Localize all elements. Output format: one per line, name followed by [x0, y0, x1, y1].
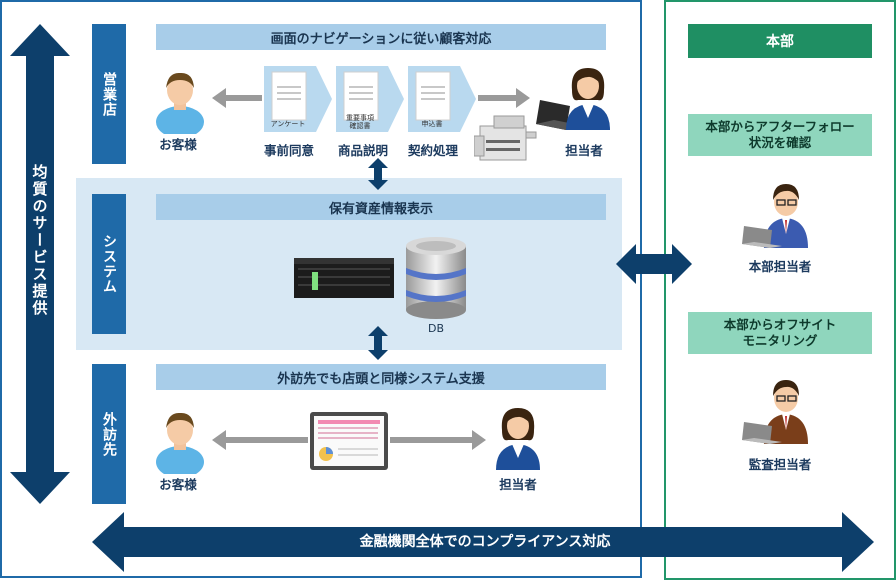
visit-banner: 外訪先でも店頭と同様システム支援	[156, 364, 606, 390]
questionnaire-doc	[264, 66, 332, 132]
uniform-service-label: 均質のサービス提供	[30, 163, 49, 317]
store-system-arrow	[368, 158, 388, 190]
visit-staff-label: 担当者	[499, 477, 537, 492]
visit-gray-arrow-left	[212, 430, 308, 450]
printer-icon	[474, 112, 538, 164]
compliance-arrow	[92, 512, 874, 572]
step-contract-processing: 契約処理	[407, 143, 458, 158]
gray-arrow-left	[212, 88, 262, 108]
important-matters-doc	[336, 66, 404, 132]
uniform-service-arrow	[10, 24, 70, 504]
staff-icon	[558, 60, 618, 130]
system-hq-arrow	[616, 244, 692, 284]
database-icon	[404, 236, 468, 320]
application-doc-text: 申込書	[421, 120, 443, 128]
system-visit-arrow	[368, 326, 388, 360]
headquarters-frame	[664, 0, 896, 580]
customer-icon	[150, 64, 210, 134]
visit-customer-label: お客様	[159, 477, 197, 492]
audit-staff-label: 監査担当者	[748, 457, 812, 472]
visit-tab: 外訪先	[92, 364, 126, 504]
visit-gray-arrow-right	[390, 430, 486, 450]
visit-customer-icon	[150, 404, 210, 474]
branch-frame	[0, 0, 642, 578]
hq-staff-icon	[742, 170, 818, 250]
store-customer-label: お客様	[159, 137, 197, 152]
application-doc	[408, 66, 476, 132]
server-icon	[294, 258, 394, 302]
gray-arrow-right	[478, 88, 530, 108]
hq-staff-label: 本部担当者	[748, 259, 812, 274]
step-prior-consent: 事前同意	[263, 143, 314, 158]
visit-staff-icon	[488, 400, 548, 470]
tablet-icon	[310, 412, 388, 470]
important-matters-doc-text: 重要事項 確認書	[346, 114, 374, 130]
step-product-explanation: 商品説明	[337, 143, 388, 158]
questionnaire-doc-text: アンケート	[270, 120, 306, 128]
db-label: DB	[427, 322, 445, 335]
offsite-banner: 本部からオフサイト モニタリング	[688, 312, 872, 354]
hq-title: 本部	[688, 24, 872, 58]
compliance-label: 金融機関全体でのコンプライアンス対応	[359, 534, 611, 550]
system-banner: 保有資産情報表示	[156, 194, 606, 220]
followup-banner: 本部からアフターフォロー 状況を確認	[688, 114, 872, 156]
audit-staff-icon	[742, 366, 818, 446]
store-staff-label: 担当者	[565, 143, 603, 158]
store-tab: 営業店	[92, 24, 126, 164]
store-banner: 画面のナビゲーションに従い顧客対応	[156, 24, 606, 50]
system-tab: システム	[92, 194, 126, 334]
